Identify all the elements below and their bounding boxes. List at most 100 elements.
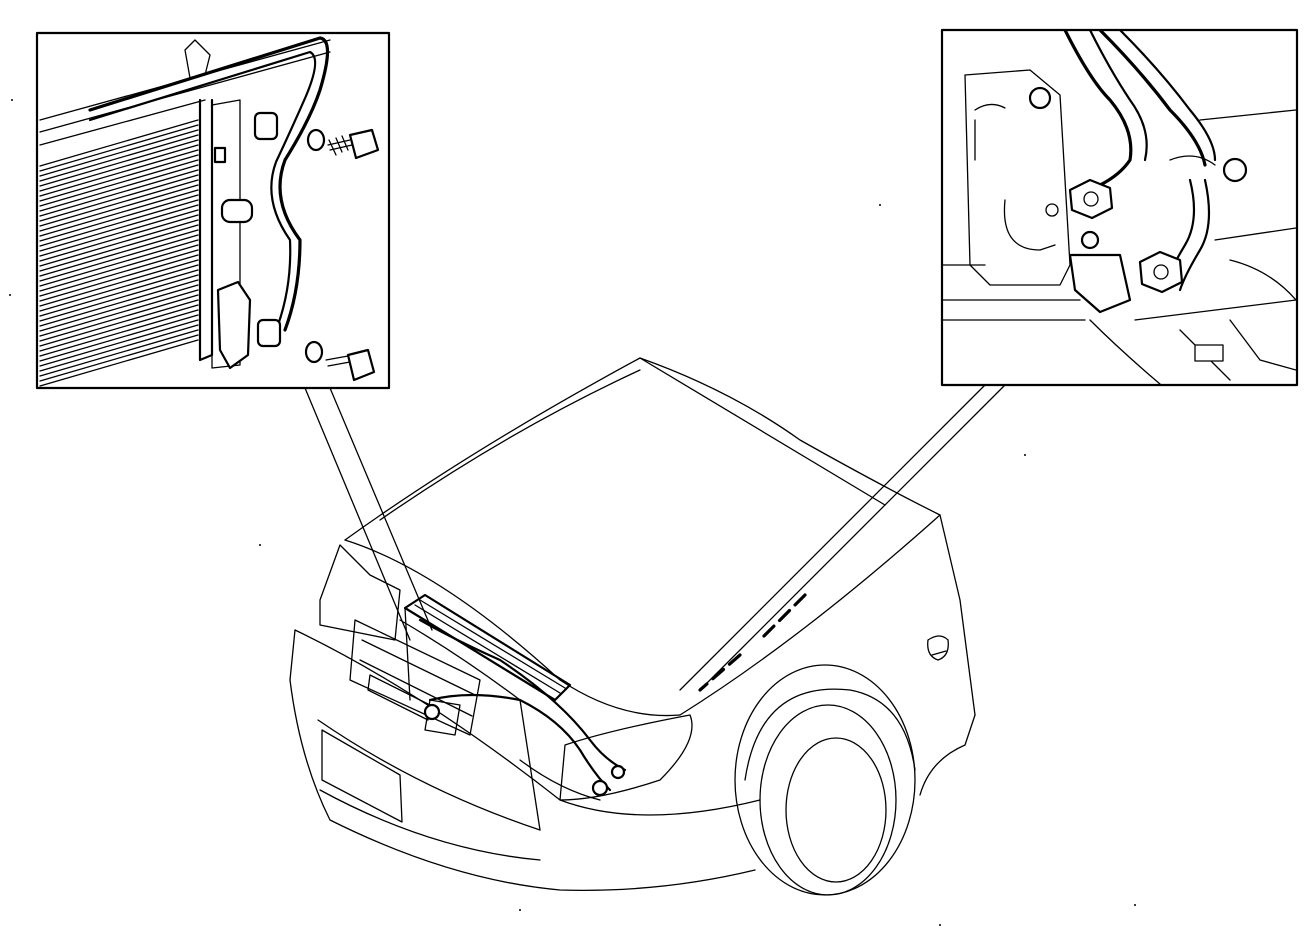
condenser-fin-line <box>39 289 199 337</box>
lower-bolt-head <box>346 348 376 382</box>
leader-right-2 <box>699 384 1006 691</box>
wheel-arch-inner <box>744 688 916 781</box>
condenser-fin-line <box>39 304 199 352</box>
condenser-fin-line <box>39 274 199 322</box>
fog-lamp <box>424 699 461 736</box>
pipe-down-inner <box>1178 178 1211 292</box>
condenser-fin-line <box>39 199 199 247</box>
right-inset-frame <box>940 28 1299 387</box>
compressor-nut-2-centre <box>1153 264 1169 280</box>
mount-stud <box>213 146 227 164</box>
upper-bolt-head <box>348 128 380 160</box>
condenser-fin-line <box>39 229 199 277</box>
upper-bolt-thread <box>327 135 353 156</box>
lower-o-ring <box>304 340 324 364</box>
condenser-fin-line <box>39 324 199 372</box>
condenser-fin-line <box>39 144 199 192</box>
leader-right-dash <box>698 593 807 692</box>
condenser-fin-line <box>39 209 199 257</box>
hose-clamp-band <box>1169 155 1216 166</box>
refrigerant-pipe-inner <box>88 50 317 327</box>
condenser-fin-line <box>39 149 199 197</box>
bolt-upper-left <box>1028 86 1052 110</box>
grille-slot <box>367 674 431 721</box>
bumper-lower <box>319 789 541 861</box>
wheel-rim <box>785 737 887 883</box>
condenser-fin-line <box>39 214 199 262</box>
refrigerant-pipe-outer <box>88 36 330 332</box>
hood-crease <box>379 369 641 521</box>
condenser-fin-line <box>39 254 199 302</box>
bumper-lip <box>317 719 541 831</box>
right-detail-inset <box>940 28 1299 387</box>
ac-pipe-lower <box>428 693 612 792</box>
condenser-fin-line <box>39 299 199 347</box>
condenser-fitting <box>423 703 441 721</box>
condenser-fin-line <box>39 314 199 362</box>
engine-block-recess <box>1003 199 1056 251</box>
grille-outline <box>349 619 481 736</box>
bolt-lower <box>1080 230 1100 250</box>
condenser-fin-line <box>39 339 199 387</box>
firewall-line <box>1199 109 1296 301</box>
condenser-fin-line <box>39 284 199 332</box>
grille-bar-2 <box>359 659 473 717</box>
bumper-top <box>294 629 761 816</box>
condenser-fin-line <box>39 319 199 367</box>
ac-pipe-upper <box>418 618 627 772</box>
lower-fitting-body <box>256 318 282 348</box>
pipe-end-fitting-1 <box>591 779 609 797</box>
condenser-fin-line <box>39 194 199 242</box>
condenser-fin-line <box>39 179 199 227</box>
print-speckles <box>9 99 1136 926</box>
side-marker <box>927 635 949 661</box>
condenser-side <box>404 607 411 701</box>
condenser-fin-line <box>39 219 199 267</box>
leader-right-1 <box>679 384 986 691</box>
tyre-outer <box>759 704 897 896</box>
hose-right-inner <box>1119 31 1217 162</box>
condenser-fin-line <box>39 139 199 187</box>
hose-right <box>1098 31 1207 167</box>
condenser-core-line-2 <box>419 599 566 689</box>
compressor-nut-1-centre <box>1083 191 1099 207</box>
condenser-assembly <box>403 593 627 797</box>
condenser-fin-line <box>39 244 199 292</box>
condenser-fin-line <box>39 309 199 357</box>
lower-bracket <box>216 280 252 370</box>
bolt-centre <box>1045 203 1059 217</box>
condenser-bracket <box>184 39 211 79</box>
condenser-fin-line <box>39 159 199 207</box>
hose-left-inner <box>1089 31 1148 162</box>
bumper-face <box>289 679 756 891</box>
grille-bar-1 <box>361 639 476 696</box>
leader-left-1 <box>304 387 411 641</box>
condenser-fin-line <box>39 334 199 382</box>
mount-boss-upper <box>220 198 254 224</box>
small-clip <box>1194 344 1224 362</box>
hood-side <box>639 357 886 506</box>
condenser-core-line-1 <box>414 604 561 694</box>
engine-block-outline <box>964 69 1071 286</box>
condenser-fin-line <box>39 249 199 297</box>
condenser-fin-line <box>39 129 199 177</box>
bumper-crease <box>519 759 601 801</box>
headlamp-right <box>559 714 693 801</box>
condenser-fin-line <box>39 269 199 317</box>
cable <box>1089 319 1161 384</box>
upper-o-ring <box>306 128 326 152</box>
condenser-fin-line <box>39 119 199 167</box>
condenser-frame <box>403 593 572 702</box>
condenser-fin-line <box>39 224 199 272</box>
condenser-fin-line <box>39 259 199 307</box>
condenser-fin-line <box>39 279 199 327</box>
condenser-fin-line <box>39 294 199 342</box>
callout-leaders <box>304 384 1006 692</box>
condenser-fin-line <box>39 239 199 287</box>
condenser-fin-line <box>39 134 199 182</box>
condenser-fin-line <box>39 164 199 212</box>
left-detail-inset <box>35 31 391 390</box>
condenser-fin-line <box>39 174 199 222</box>
frame-rail <box>943 299 1296 321</box>
